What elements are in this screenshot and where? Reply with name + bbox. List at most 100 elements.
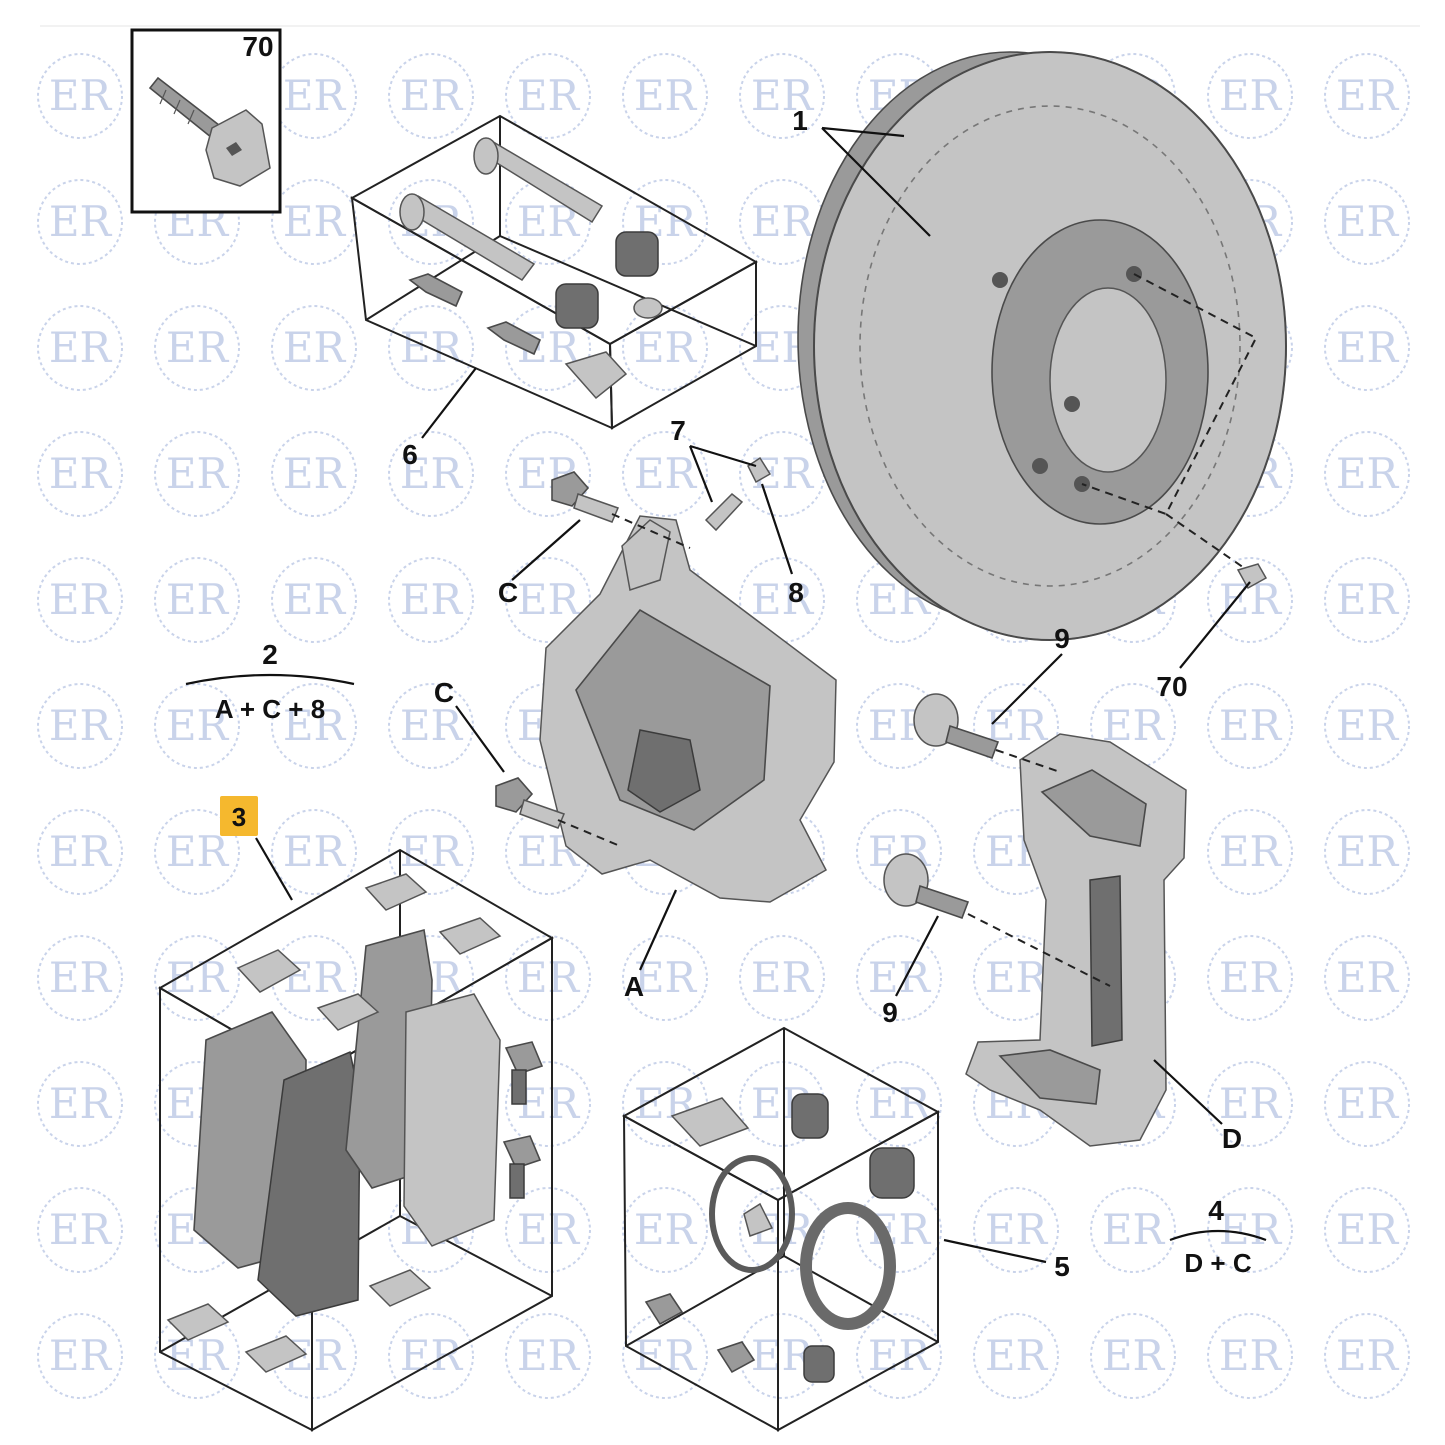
watermark-text: ER	[166, 449, 230, 498]
screw-70-detail-box[interactable]	[130, 28, 282, 214]
watermark-seal	[739, 557, 825, 643]
watermark-text: ER	[1102, 701, 1166, 750]
watermark-seal	[505, 1187, 591, 1273]
watermark-text: ER	[1336, 1079, 1400, 1128]
watermark-text: ER	[49, 827, 113, 876]
watermark-seal	[388, 935, 474, 1021]
dust-cap-icon	[670, 1093, 915, 1237]
label-8[interactable]: 8	[788, 577, 804, 608]
label-2[interactable]: 2	[262, 639, 278, 670]
watermark-seal	[739, 935, 825, 1021]
label-6[interactable]: 6	[402, 439, 418, 470]
label-c-top[interactable]: C	[498, 577, 518, 608]
watermark-text: ER	[400, 1331, 464, 1380]
watermark-text: ER	[985, 1205, 1049, 1254]
watermark-seal	[388, 431, 474, 517]
watermark-text: ER	[49, 71, 113, 120]
brake-disc-icon[interactable]	[797, 51, 1287, 641]
watermark-seal	[271, 809, 357, 895]
caliper-bolt-mid-icon	[495, 777, 621, 847]
watermark-text: ER	[400, 701, 464, 750]
watermark-seal	[388, 53, 474, 139]
label-70-box[interactable]: 70	[242, 31, 273, 62]
label-a[interactable]: A	[624, 971, 644, 1002]
guide-pin-icon	[399, 137, 604, 281]
watermark-text: ER	[49, 1205, 113, 1254]
caliper-repair-kit-box[interactable]	[621, 1026, 941, 1432]
watermark-text: ER	[634, 71, 698, 120]
watermark-seal	[856, 935, 942, 1021]
watermark-text: ER	[166, 323, 230, 372]
watermark-text: ER	[166, 1331, 230, 1380]
watermark-seal	[1207, 1313, 1293, 1399]
watermark-seal	[973, 1313, 1059, 1399]
guide-pin-kit-box[interactable]	[349, 114, 759, 430]
repair-bolt-icon	[644, 1293, 835, 1383]
label-4[interactable]: 4	[1208, 1195, 1224, 1226]
watermark-seal	[739, 53, 825, 139]
brake-pad-icon	[193, 928, 501, 1317]
watermark-text: ER	[1336, 953, 1400, 1002]
watermark-seal	[154, 179, 240, 265]
watermark-seal	[271, 557, 357, 643]
watermark-seal	[856, 1061, 942, 1147]
watermark-seal	[1324, 809, 1410, 895]
watermark-text: ER	[985, 953, 1049, 1002]
watermark-seal	[856, 1313, 942, 1399]
brake-pad-kit-box[interactable]	[157, 848, 555, 1432]
label-c-mid[interactable]: C	[434, 677, 454, 708]
watermark-seal	[271, 431, 357, 517]
brake-caliper-icon[interactable]	[539, 515, 837, 903]
label-9-bottom[interactable]: 9	[882, 997, 898, 1028]
label-1[interactable]: 1	[792, 105, 808, 136]
watermark-seal	[505, 1313, 591, 1399]
label-7[interactable]: 7	[670, 415, 686, 446]
watermark-seal	[1324, 305, 1410, 391]
watermark-seal	[1324, 179, 1410, 265]
label-70[interactable]: 70	[1156, 671, 1187, 702]
watermark-seal	[1207, 179, 1293, 265]
watermark-seal	[739, 809, 825, 895]
watermark-seal	[1207, 1187, 1293, 1273]
watermark-seal	[1324, 53, 1410, 139]
label-d[interactable]: D	[1222, 1123, 1242, 1154]
watermark-seal	[1207, 809, 1293, 895]
label-3[interactable]: 3	[232, 802, 246, 832]
watermark-text: ER	[283, 323, 347, 372]
watermark-text: ER	[1336, 449, 1400, 498]
watermark-seal	[154, 1313, 240, 1399]
watermark-text: ER	[49, 575, 113, 624]
watermark-seal	[154, 935, 240, 1021]
watermark-seal	[271, 179, 357, 265]
watermark-seal	[622, 53, 708, 139]
watermark-text: ER	[49, 1331, 113, 1380]
part-3-highlight	[220, 796, 258, 836]
watermark-seal	[388, 1313, 474, 1399]
watermark-text: ER	[1102, 1205, 1166, 1254]
watermark-seal	[1090, 1061, 1176, 1147]
watermark-seal	[1090, 683, 1176, 769]
caliper-bolt-top-icon	[551, 471, 691, 549]
watermark-text: ER	[634, 449, 698, 498]
watermark-seal	[1090, 935, 1176, 1021]
watermark-text: ER	[283, 197, 347, 246]
watermark-text: ER	[1336, 197, 1400, 246]
label-9-top[interactable]: 9	[1054, 623, 1070, 654]
watermark-seal	[388, 809, 474, 895]
watermark-seal	[154, 683, 240, 769]
watermark-seal	[505, 305, 591, 391]
watermark-text: ER	[1336, 575, 1400, 624]
bracket-bolt-top-icon	[913, 693, 1061, 773]
watermark-text: ER	[751, 197, 815, 246]
bolt-icon	[408, 273, 628, 400]
watermark-seal	[37, 53, 123, 139]
watermark-seal	[388, 683, 474, 769]
watermark-seal	[271, 683, 357, 769]
caliper-bracket-icon[interactable]	[965, 733, 1187, 1147]
watermark-text: ER	[49, 1079, 113, 1128]
watermark-text: ER	[751, 575, 815, 624]
watermark-text: ER	[49, 323, 113, 372]
label-5[interactable]: 5	[1054, 1251, 1070, 1282]
watermark-seal	[1207, 431, 1293, 517]
